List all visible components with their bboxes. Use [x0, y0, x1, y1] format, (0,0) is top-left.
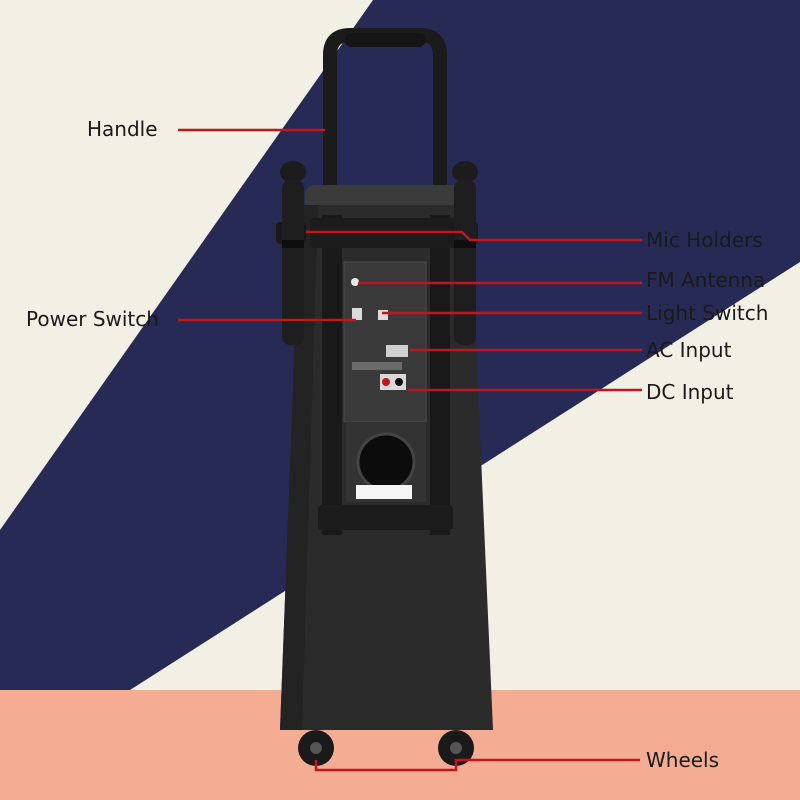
cabinet-shade — [280, 205, 318, 730]
wheel-icon — [298, 730, 334, 766]
handle-grip — [345, 33, 425, 47]
bass-port — [356, 432, 416, 492]
rail-bottom-bracket — [318, 505, 453, 530]
label-fm-antenna: FM Antenna — [646, 268, 766, 292]
label-dc-input: DC Input — [646, 380, 734, 404]
fm-antenna-jack — [351, 278, 359, 286]
light-switch — [378, 310, 388, 320]
panel-text-strip — [352, 362, 402, 370]
mic-left-head — [280, 161, 306, 183]
mic-right-body — [454, 180, 476, 345]
mic-right-band — [454, 240, 476, 248]
rail-left — [322, 215, 342, 535]
barcode-label — [356, 485, 412, 499]
control-panel — [343, 261, 427, 423]
trolley-speaker-icon — [276, 28, 493, 766]
power-switch — [352, 308, 362, 320]
callout-wheels — [314, 758, 640, 772]
label-wheels: Wheels — [646, 748, 720, 772]
label-light-switch: Light Switch — [646, 301, 769, 325]
mic-left-body — [282, 180, 304, 345]
wheel-left-hub — [310, 742, 322, 754]
microphone-icon — [452, 161, 478, 345]
dc-terminal-red — [382, 378, 390, 386]
dc-input-port — [380, 374, 406, 390]
label-ac-input: AC Input — [646, 338, 732, 362]
microphone-icon — [280, 161, 306, 345]
label-power-switch: Power Switch — [26, 307, 159, 331]
mic-right-head — [452, 161, 478, 183]
wheel-icon — [438, 730, 474, 766]
rail-right — [430, 215, 450, 535]
label-handle: Handle — [87, 117, 158, 141]
ac-input-port — [386, 345, 408, 357]
label-mic-holders: Mic Holders — [646, 228, 763, 252]
mic-left-band — [282, 240, 304, 248]
callout-lines — [178, 128, 642, 772]
callout-mic-holders — [306, 230, 642, 242]
dc-terminal-black — [395, 378, 403, 386]
wheel-right-hub — [450, 742, 462, 754]
